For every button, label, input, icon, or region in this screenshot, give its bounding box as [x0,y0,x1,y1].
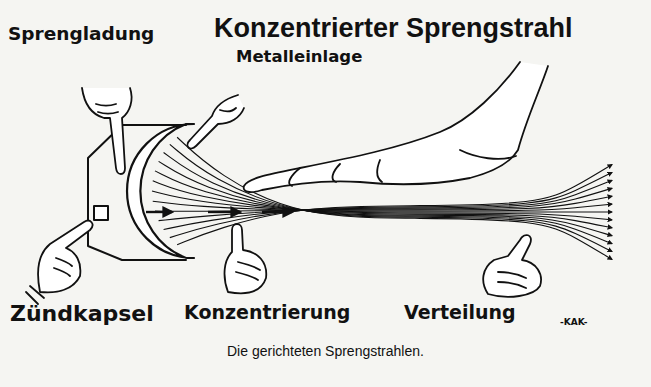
pointing-hand [483,235,541,297]
part-label: Sprengladung [8,24,154,44]
part-label: Metalleinlage [236,48,362,66]
jet-streamline [152,191,612,212]
diagram-title: Konzentrierter Sprengstrahl [214,14,573,44]
pointing-hand [225,224,267,293]
figure-caption: Die gerichteten Sprengstrahlen. [227,344,424,359]
pointing-hand [26,221,92,304]
pointing-hand [188,95,244,148]
jet-streamline [153,201,612,211]
part-label: Verteilung [404,302,516,323]
guiding-hand [244,62,548,192]
part-label: Konzentrierung [184,302,350,323]
artist-signature: -KAK- [560,318,588,328]
part-label: Zündkapsel [10,302,154,326]
flow-arrows [146,211,292,213]
detonator [94,206,108,220]
pointing-hand [82,88,132,174]
